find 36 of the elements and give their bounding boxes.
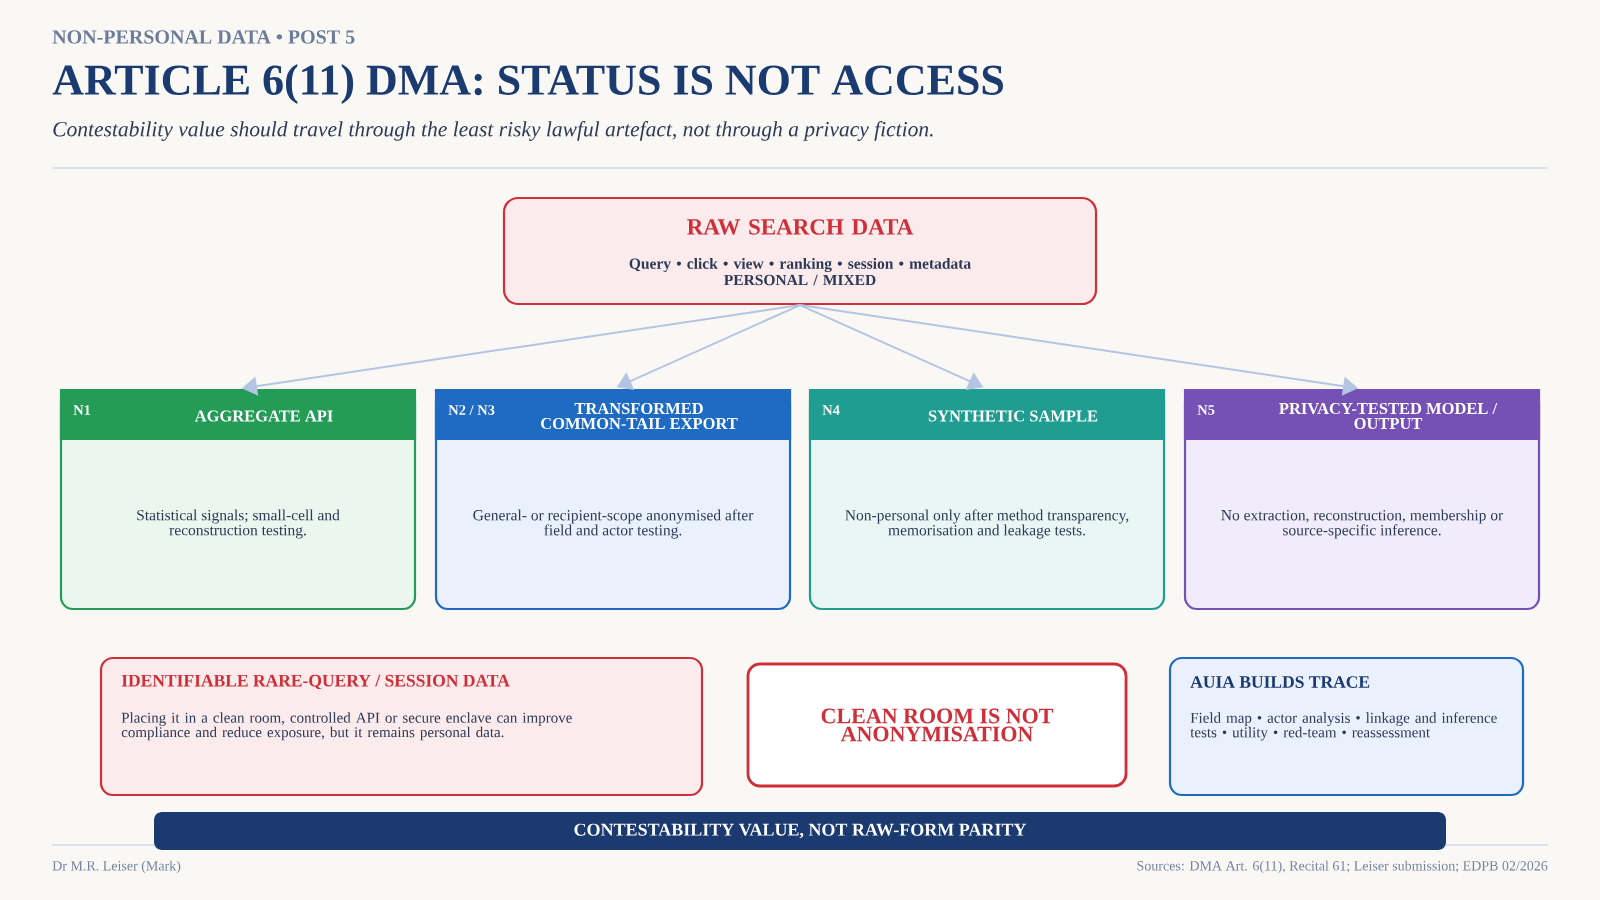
source-note: Sources: DMA Art. 6(11), Recital 61; Leiser submission; EDPB 02/2026 bbox=[1137, 860, 1548, 874]
card-heading: AGGREGATE API bbox=[194, 410, 333, 422]
card-heading: SYNTHETIC SAMPLE bbox=[928, 410, 1098, 422]
card-text: No extraction, reconstruction, membership or source-specific inference. bbox=[1221, 509, 1504, 539]
box-text: Field map • actor analysis • linkage and inference tests • utility • red-team • reassessment bbox=[1190, 712, 1497, 741]
subtitle: Contestability value should travel through the least risky lawful artefact, not through a privacy fiction. bbox=[53, 121, 933, 141]
footer-text: Dr M.R. Leiser (Mark) bbox=[52, 860, 181, 874]
box-heading: IDENTIFIABLE RARE-QUERY / SESSION DATA bbox=[121, 674, 510, 690]
box-heading: RAW SEARCH DATA bbox=[687, 219, 914, 235]
page-title: ARTICLE 6(11) DMA: STATUS IS NOT ACCESS bbox=[52, 64, 1003, 104]
tier-tag: N4 bbox=[822, 405, 840, 415]
arrow bbox=[242, 304, 801, 396]
kicker-text: NON-PERSONAL DATA • POST 5 bbox=[52, 30, 355, 44]
option-card bbox=[59, 388, 417, 611]
info-box bbox=[1168, 656, 1525, 797]
callout-text: CLEAN ROOM IS NOT ANONYMISATION bbox=[821, 708, 1054, 742]
summary-banner bbox=[154, 812, 1446, 850]
card-text: Non-personal only after method transparency, memorisation and leakage tests. bbox=[845, 509, 1129, 539]
info-box bbox=[99, 656, 704, 797]
option-card bbox=[808, 388, 1166, 611]
source-box bbox=[502, 196, 1098, 306]
box-text: Placing it in a clean room, controlled API or secure enclave can improve compliance and reduce exposure, but it remains personal data. bbox=[121, 712, 572, 741]
banner-text: CONTESTABILITY VALUE, NOT RAW-FORM PARITY bbox=[574, 823, 1027, 839]
option-card bbox=[434, 388, 792, 611]
classification-label: PERSONAL / MIXED bbox=[724, 274, 876, 286]
tier-tag: N1 bbox=[73, 405, 91, 415]
option-card bbox=[1183, 388, 1541, 611]
card-heading: PRIVACY-TESTED MODEL / OUTPUT bbox=[1279, 402, 1498, 430]
tier-tag: N2 / N3 bbox=[448, 405, 495, 415]
tier-tag: N5 bbox=[1197, 405, 1215, 415]
data-types-text: Query • click • view • ranking • session • metadata bbox=[629, 257, 971, 273]
card-text: General- or recipient-scope anonymised after field and actor testing. bbox=[473, 509, 754, 539]
box-heading: AUIA BUILDS TRACE bbox=[1190, 676, 1370, 688]
callout-box bbox=[746, 662, 1128, 788]
card-text: Statistical signals; small-cell and reconstruction testing. bbox=[137, 509, 340, 539]
card-heading: TRANSFORMED COMMON-TAIL EXPORT bbox=[541, 402, 738, 430]
